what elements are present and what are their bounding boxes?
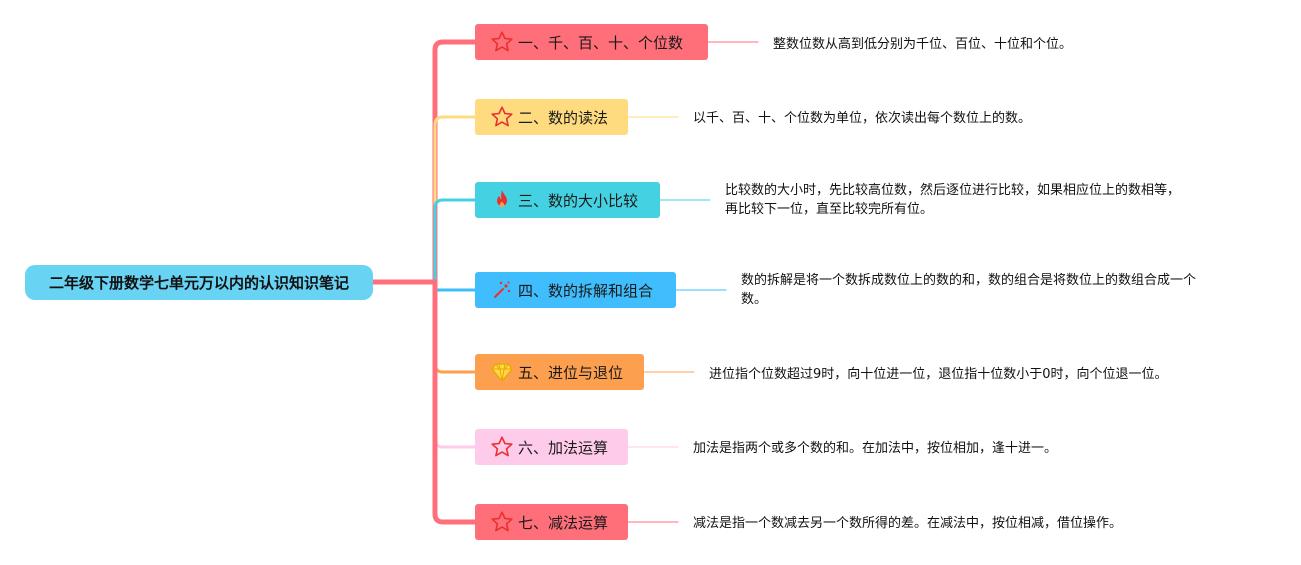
- note-line: 进位指个位数超过9时，向十位进一位，退位指十位数小于0时，向个位退一位。: [709, 367, 1168, 382]
- branch-connector: [433, 280, 477, 449]
- branch-topic-label: 七、减法运算: [518, 513, 609, 532]
- branch-topic-reading[interactable]: 二、数的读法: [475, 99, 628, 135]
- branch-topic-subtraction[interactable]: 七、减法运算: [475, 504, 628, 540]
- star-outline-icon: [490, 510, 514, 534]
- note-line: 减法是指一个数减去另一个数所得的差。在减法中，按位相减，借位操作。: [693, 516, 1123, 531]
- branch-topic-label: 五、进位与退位: [518, 363, 624, 382]
- branch-topic-carry-borrow[interactable]: 五、进位与退位: [475, 354, 644, 390]
- fire-icon: [490, 188, 514, 212]
- note-line: 整数位数从高到低分别为千位、百位、十位和个位。: [773, 37, 1073, 52]
- note-carry-borrow: 进位指个位数超过9时，向十位进一位，退位指十位数小于0时，向个位退一位。: [709, 365, 1168, 384]
- note-decompose: 数的拆解是将一个数拆成数位上的数的和，数的组合是将数位上的数组合成一个 数。: [741, 271, 1196, 309]
- root-topic-label: 二年级下册数学七单元万以内的认识知识笔记: [48, 274, 349, 292]
- note-subtraction: 减法是指一个数减去另一个数所得的差。在减法中，按位相减，借位操作。: [693, 514, 1122, 533]
- note-reading: 以千、百、十、个位数为单位，依次读出每个数位上的数。: [693, 109, 1031, 128]
- note-line: 比较数的大小时，先比较高位数，然后逐位进行比较，如果相应位上的数相等，: [725, 183, 1181, 198]
- branch-connector: [433, 280, 477, 292]
- note-line: 再比较下一位，直至比较完所有位。: [725, 202, 934, 217]
- note-line: 以千、百、十、个位数为单位，依次读出每个数位上的数。: [693, 111, 1032, 126]
- note-addition: 加法是指两个或多个数的和。在加法中，按位相加，逢十进一。: [693, 439, 1057, 458]
- note-line: 数的拆解是将一个数拆成数位上的数的和，数的组合是将数位上的数组合成一个: [741, 273, 1197, 288]
- branch-topic-digits[interactable]: 一、千、百、十、个位数: [475, 24, 708, 60]
- branch-topic-decompose[interactable]: 四、数的拆解和组合: [475, 272, 676, 308]
- branch-topic-label: 一、千、百、十、个位数: [518, 33, 684, 52]
- root-topic[interactable]: 二年级下册数学七单元万以内的认识知识笔记: [25, 265, 373, 300]
- branch-topic-label: 四、数的拆解和组合: [518, 281, 654, 300]
- branch-topic-comparison[interactable]: 三、数的大小比较: [475, 182, 660, 218]
- branch-topic-label: 三、数的大小比较: [518, 191, 639, 210]
- branch-connector: [432, 279, 478, 525]
- gem-icon: [490, 360, 514, 384]
- sparkle-icon: [490, 278, 514, 302]
- star-outline-icon: [490, 435, 514, 459]
- branch-connector: [433, 115, 477, 284]
- branch-topic-label: 二、数的读法: [518, 108, 609, 127]
- branch-connector: [433, 198, 477, 284]
- branch-topic-label: 六、加法运算: [518, 438, 609, 457]
- branch-topic-addition[interactable]: 六、加法运算: [475, 429, 628, 465]
- note-line: 数。: [741, 292, 768, 307]
- branch-connector: [433, 280, 477, 374]
- star-outline-icon: [490, 105, 514, 129]
- note-digits: 整数位数从高到低分别为千位、百位、十位和个位。: [773, 35, 1072, 54]
- note-comparison: 比较数的大小时，先比较高位数，然后逐位进行比较，如果相应位上的数相等， 再比较下…: [725, 181, 1180, 219]
- branch-connector: [432, 39, 478, 285]
- note-line: 加法是指两个或多个数的和。在加法中，按位相加，逢十进一。: [693, 441, 1058, 456]
- star-outline-icon: [490, 30, 514, 54]
